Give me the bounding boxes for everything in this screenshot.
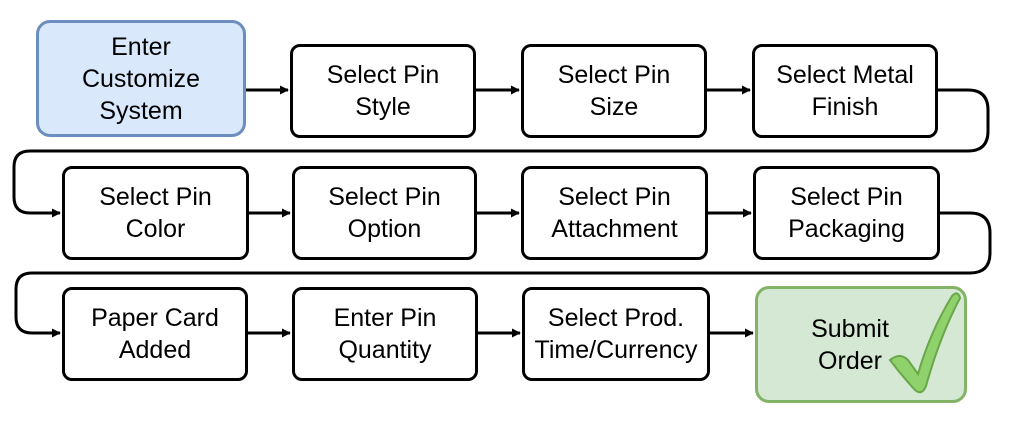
step-label: Select Pin Style <box>326 61 440 121</box>
step-label: Select Pin Packaging <box>788 183 905 243</box>
step-select-pin-style: Select Pin Style <box>290 44 476 138</box>
step-label: Enter Customize System <box>81 32 201 125</box>
step-label: Submit Order <box>811 314 889 375</box>
step-select-prod-time-currency: Select Prod. Time/Currency <box>522 287 710 381</box>
arrow-8-9 <box>14 211 992 338</box>
step-label: Select Prod. Time/Currency <box>534 304 698 364</box>
step-submit-order: Submit Order <box>755 286 967 403</box>
step-select-pin-size: Select Pin Size <box>521 44 707 138</box>
step-select-pin-packaging: Select Pin Packaging <box>753 166 940 260</box>
step-label: Select Pin Color <box>99 183 212 243</box>
step-label: Enter Pin Quantity <box>333 304 437 364</box>
step-select-pin-color: Select Pin Color <box>62 166 249 260</box>
arrow-4-5 <box>12 88 990 218</box>
step-label: Select Metal Finish <box>776 61 914 121</box>
step-label: Select Pin Size <box>557 61 671 121</box>
step-select-pin-option: Select Pin Option <box>292 166 477 260</box>
step-label: Paper Card Added <box>91 304 219 364</box>
step-label: Select Pin Option <box>328 183 441 243</box>
checkmark-icon <box>888 292 962 394</box>
step-select-pin-attachment: Select Pin Attachment <box>521 166 708 260</box>
step-enter-pin-quantity: Enter Pin Quantity <box>292 287 478 381</box>
step-select-metal-finish: Select Metal Finish <box>752 44 938 138</box>
step-label: Select Pin Attachment <box>551 183 678 243</box>
step-enter-customize-system: Enter Customize System <box>36 20 246 137</box>
step-paper-card-added: Paper Card Added <box>62 287 248 381</box>
